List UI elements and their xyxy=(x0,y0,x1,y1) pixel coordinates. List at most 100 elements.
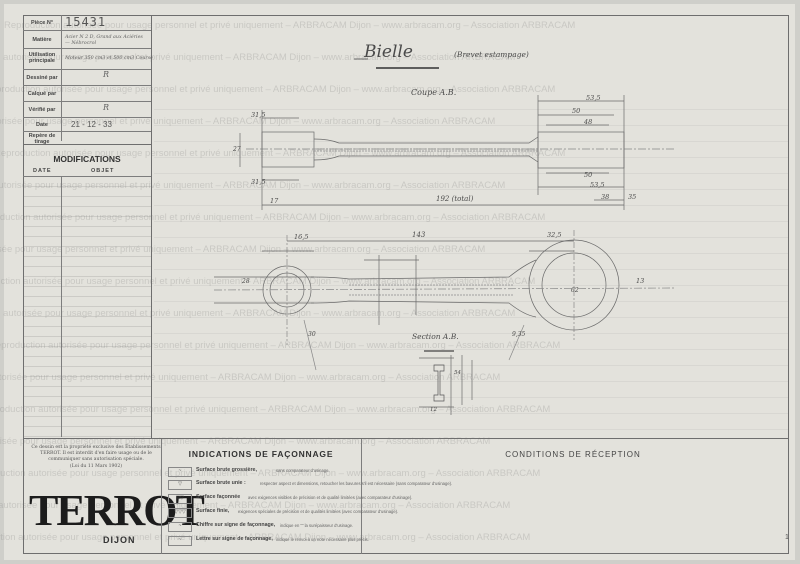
modifications-title: MODIFICATIONS xyxy=(53,154,121,164)
dim-label: 31,5 xyxy=(251,111,266,119)
field-value: R xyxy=(103,70,110,79)
finish-symbol-icon: ▽ xyxy=(168,480,192,490)
indication-desc: respecter aspect et dimensions, retouche… xyxy=(260,480,453,486)
watermark-line: Reproduction autorisée pour usage person… xyxy=(0,436,491,447)
dim-label: 143 xyxy=(412,231,426,239)
legal-text: Ce dessin est la propriété exclusive des… xyxy=(31,445,161,463)
dim-label: 17 xyxy=(270,197,279,205)
indication-desc: indique en "" la surépaisseur d'usinage. xyxy=(280,522,354,528)
watermark-line: Reproduction autorisée pour usage person… xyxy=(0,84,556,95)
dim-label: 50 xyxy=(584,171,593,179)
field-label: Utilisation principale xyxy=(28,52,56,64)
indication-row: ▽▽▽ Surface finie, exigences spéciales d… xyxy=(168,508,398,520)
dim-label: 50 xyxy=(572,107,581,115)
field-value: 21 - 12 - 33 xyxy=(71,120,112,129)
footer-divider xyxy=(361,439,362,554)
field-label: Vérifié par xyxy=(28,107,56,113)
watermark-line: Reproduction autorisée pour usage person… xyxy=(0,244,486,255)
field-label: Date xyxy=(36,122,48,128)
legal-notice: Ce dessin est la propriété exclusive des… xyxy=(31,445,161,470)
finish-symbol-icon: ~ xyxy=(168,522,192,532)
watermark-line: Reproduction autorisée pour usage person… xyxy=(0,148,566,159)
field-label: Pièce N° xyxy=(30,20,54,26)
field-piece-number: Pièce N° 15431 xyxy=(23,15,151,31)
dim-label: 32,5 xyxy=(547,231,562,239)
field-usage: Utilisation principale Moteur 350 cm3 et… xyxy=(23,49,153,70)
dim-label: 13 xyxy=(636,277,645,285)
dim-label: 35 xyxy=(628,193,637,201)
finish-symbol-icon: ▽▽ xyxy=(168,494,192,504)
modifications-lines xyxy=(23,177,151,437)
modifications-column-line xyxy=(61,176,62,437)
indication-label: Surface brute grossière, xyxy=(196,467,257,473)
dim-label: 9,35 xyxy=(512,331,526,338)
terrot-logo: TERROT xyxy=(29,486,205,535)
indication-label: Surface façonnée xyxy=(196,494,241,500)
field-value: Acier N 2 D, Grand aux Aciéries — Nébroc… xyxy=(65,35,143,46)
title-block: Pièce N° 15431 Matière Acier N 2 D, Gran… xyxy=(23,15,153,438)
indications-title: INDICATIONS DE FAÇONNAGE xyxy=(188,449,334,459)
field-value: Moteur 350 cm3 et 500 cm3 Course xyxy=(65,56,153,61)
field-label: Repère de tirage xyxy=(28,133,56,145)
field-label: Dessiné par xyxy=(26,75,58,81)
indication-row: ▽ Surface brute unie : respecter aspect … xyxy=(168,480,452,492)
indication-row: ▽▽ Surface façonnée avec exigences visib… xyxy=(168,494,412,506)
watermark-line: Reproduction autorisée pour usage person… xyxy=(0,500,511,511)
watermark-line: Reproduction autorisée pour usage person… xyxy=(0,372,501,383)
watermark-line: Reproduction autorisée pour usage person… xyxy=(0,468,541,479)
indication-label: Surface finie, xyxy=(196,508,230,514)
dim-label: 12 xyxy=(430,407,437,413)
dim-label: 30 xyxy=(308,331,316,338)
watermark-line: Reproduction autorisée pour usage person… xyxy=(0,308,516,319)
watermark-line: Reproduction autorisée pour usage person… xyxy=(0,180,506,191)
dim-label: 31,5 xyxy=(251,178,266,186)
watermark-line: Reproduction autorisée pour usage person… xyxy=(0,116,496,127)
legal-law: (Loi du 11 Mars 1902) xyxy=(69,463,123,469)
indication-desc: exigences spéciales de précision et de q… xyxy=(238,508,399,514)
connecting-rod-drawing xyxy=(213,58,675,415)
modifications-objet-header: OBJET xyxy=(91,168,115,174)
field-value: R xyxy=(103,103,110,112)
indication-desc: avec exigences visibles de précision et … xyxy=(248,494,413,500)
page-number: 1 xyxy=(785,534,789,541)
field-label: Calqué par xyxy=(27,91,57,97)
watermark-line: Reproduction autorisée pour usage person… xyxy=(4,20,576,31)
dim-label: 62 xyxy=(571,287,579,294)
dim-label: 28 xyxy=(242,278,250,285)
indication-desc: indique le renvoi à un note nécessaire p… xyxy=(276,536,369,542)
field-value: 15431 xyxy=(65,15,107,29)
watermark-line: Reproduction autorisée pour usage person… xyxy=(0,404,551,415)
dim-label: 48 xyxy=(584,118,593,126)
watermark-line: Reproduction autorisée pour usage person… xyxy=(0,276,536,287)
dim-label: 53,5 xyxy=(586,94,601,102)
footer-divider xyxy=(161,439,162,554)
field-traced-by: Calqué par xyxy=(23,86,151,102)
indication-desc: sans comparateur d'usinage. xyxy=(276,467,330,473)
field-date: Date 21 - 12 - 33 xyxy=(23,118,151,132)
finish-symbol-icon: ▽▽▽ xyxy=(168,508,192,518)
dim-label: 27 xyxy=(233,146,241,153)
indication-label: Surface brute unie : xyxy=(196,480,246,486)
field-checked-by: Vérifié par R xyxy=(23,102,151,118)
field-label: Matière xyxy=(32,37,52,43)
field-drawn-by: Dessiné par R xyxy=(23,70,151,86)
indication-row: ~ Chiffre sur signe de façonnage, indiqu… xyxy=(168,522,368,534)
drawing-area: Bielle (Brevet estampage) Coupe A.B. Sec… xyxy=(154,15,788,438)
indication-row: ~ Lettre sur signe de façonnage, indique… xyxy=(168,536,369,548)
drawing-subtitle: (Brevet estampage) xyxy=(454,50,529,59)
watermark-line: Reproduction autorisée pour usage person… xyxy=(0,212,546,223)
drawing-frame xyxy=(23,15,789,554)
indication-label: Lettre sur signe de façonnage, xyxy=(196,536,273,542)
drawing-title: Bielle xyxy=(364,42,413,62)
modifications-date-header: DATE xyxy=(33,168,52,174)
conditions-title: CONDITIONS DE RÉCEPTION xyxy=(505,450,641,459)
finish-symbol-icon: ~ xyxy=(168,536,192,546)
watermark-line: Reproduction autorisée pour usage person… xyxy=(0,52,516,63)
indication-label: Chiffre sur signe de façonnage, xyxy=(196,522,276,528)
dim-label: 53,5 xyxy=(590,181,605,189)
watermark-line: Reproduction autorisée pour usage person… xyxy=(0,532,531,543)
field-print-ref: Repère de tirage xyxy=(23,132,151,145)
view-label-section: Section A.B. xyxy=(412,332,459,341)
view-label-coupe: Coupe A.B. xyxy=(411,88,457,97)
title-block-divider xyxy=(61,15,62,141)
